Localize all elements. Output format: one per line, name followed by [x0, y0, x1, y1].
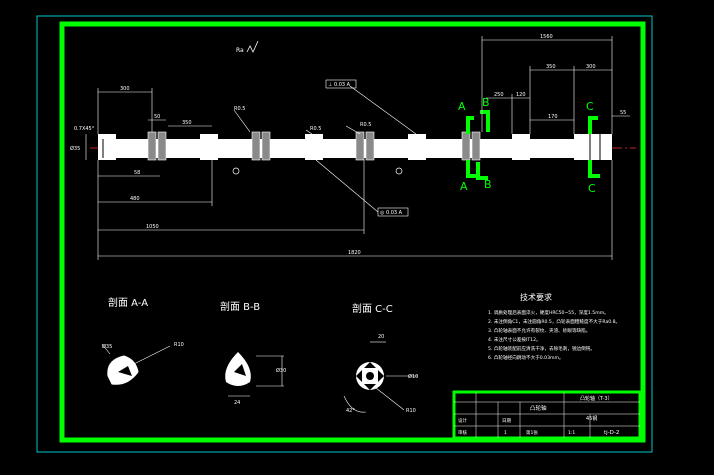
cam-lobe: [471, 131, 481, 161]
tech-requirements: 技术要求 1. 调质处理后表面淬火，硬度HRC50~55，深度1.5mm。 2.…: [488, 292, 620, 361]
section-title: 剖面 A-A: [108, 296, 148, 309]
section-cc-dim-2: 42°: [346, 408, 355, 414]
title-drawing-no: tj-D-2: [604, 430, 619, 436]
journal: [305, 134, 323, 160]
section-cut-a: [466, 116, 476, 178]
dim-350: 350: [182, 120, 192, 126]
section-label-b-bottom: B: [484, 178, 492, 191]
roughness-icon: [246, 40, 259, 53]
cam-lobe: [261, 131, 271, 161]
section-cut-c: [588, 116, 600, 178]
section-bb-key: [234, 364, 246, 376]
cam-lobe: [147, 131, 157, 161]
section-bb: 剖面 B-B Ø30 24: [220, 300, 286, 406]
section-markers: [466, 110, 600, 180]
section-aa: 剖面 A-A Ø35 R10: [101, 296, 184, 385]
tech-item: 1. 调质处理后表面淬火，硬度HRC50~55，深度1.5mm。: [488, 309, 609, 316]
shaft-body: [98, 139, 574, 158]
dim-170: 170: [548, 114, 558, 120]
dim-250: 250: [494, 92, 504, 98]
section-title: 剖面 C-C: [352, 302, 393, 315]
dim-left-chamfer: 0.7X45°: [74, 126, 95, 132]
dim-total-length: 1820: [348, 250, 361, 256]
cam-lobe: [157, 131, 167, 161]
dim-450: 350: [546, 64, 556, 70]
section-aa-dim-2: R10: [174, 342, 184, 348]
dimensions: [85, 36, 630, 260]
cam-lobe: [461, 131, 471, 161]
dim-1560: 1560: [540, 34, 553, 40]
cam-lobe: [355, 131, 365, 161]
section-cc-dim-1: 20: [378, 334, 384, 340]
lobe-note-3: R0.5: [360, 122, 371, 128]
dim-58: 58: [134, 170, 140, 176]
title-block: 凸轮轴（T-3） 凸轮轴 45钢 1:1 第1张 tj-D-2 设计 审核 日期…: [452, 390, 642, 440]
datum-marker: [232, 167, 240, 175]
journal: [512, 134, 530, 160]
title-part-name: 凸轮轴: [530, 404, 547, 412]
dim-1050: 1050: [146, 224, 159, 230]
lobe-note-2: R0.5: [310, 126, 321, 132]
tech-item: 2. 未注倒角C1，未注圆角R0.5，凸轮表面粗糙度不大于Ra0.8。: [488, 318, 620, 325]
tolerance-frame-top: [325, 79, 357, 89]
tech-item: 3. 凸轮轴表面不允许有裂纹、夹渣、砂眼等缺陷。: [488, 327, 590, 334]
roughness-note: Ra: [236, 47, 244, 54]
dim-left-dia: Ø35: [70, 145, 80, 152]
cam-lobe: [251, 131, 261, 161]
dim-120: 120: [516, 92, 526, 98]
lobe-note-1: R0.5: [234, 106, 245, 112]
cam-lobe: [365, 131, 375, 161]
dim-55: 55: [620, 110, 626, 116]
section-cc-dim-4: R10: [406, 408, 416, 414]
section-title: 剖面 B-B: [220, 300, 260, 313]
journal: [200, 134, 218, 160]
journal: [408, 134, 426, 160]
section-label-c-top: C: [586, 100, 594, 113]
camshaft: [98, 131, 612, 175]
dim-480: 480: [130, 196, 140, 202]
section-label-a-top: A: [458, 100, 466, 113]
title-date: 日期: [502, 418, 511, 424]
title-sheet: 第1张: [526, 429, 538, 436]
section-label-a-bottom: A: [460, 180, 468, 193]
section-cut-b: [476, 110, 490, 180]
outer-frame: [36, 15, 653, 453]
shaft-left-end: [98, 134, 116, 160]
title-scale: 1:1: [568, 430, 575, 436]
dim-50: 50: [154, 114, 160, 120]
section-label-b-top: B: [482, 96, 490, 109]
section-cc: 剖面 C-C 20 42° Ø10 R10: [343, 302, 418, 414]
section-bb-dim-1: Ø30: [276, 367, 286, 374]
tech-item: 5. 凸轮轴装配前应清洗干净，去除毛刺，锐边倒钝。: [488, 345, 595, 352]
section-cc-dim-3: Ø10: [408, 373, 418, 380]
tech-item: 4. 未注尺寸公差按IT12。: [488, 336, 541, 343]
title-designer: 设计: [458, 417, 467, 424]
tech-item: 6. 凸轮轴径向跳动不大于0.03mm。: [488, 354, 564, 361]
title-checker: 审核: [458, 429, 467, 436]
dim-right-dia: Ø40: [560, 143, 570, 150]
datum-marker: [395, 167, 403, 175]
shaft-right-end: [574, 134, 612, 160]
section-bb-dim-2: 24: [234, 400, 240, 406]
title-project: 凸轮轴（T-3）: [580, 395, 613, 402]
tolerance-text-top: ⊥ 0.03 A: [328, 82, 351, 88]
title-material: 45钢: [586, 415, 597, 422]
section-aa-key: [118, 366, 132, 376]
tech-title: 技术要求: [520, 292, 552, 302]
tolerance-frame-bottom: [377, 207, 409, 217]
section-label-c-bottom: C: [588, 182, 596, 195]
inner-frame: [59, 21, 646, 443]
dim-300-right: 300: [586, 64, 596, 70]
title-qty: 1: [504, 430, 507, 436]
section-aa-dim-1: Ø35: [102, 343, 112, 350]
dim-300-left: 300: [120, 86, 130, 92]
dimension-texts: 1820 1050 480 58 300 50 350 1560 350 300…: [70, 34, 626, 256]
tolerance-text-bottom: ◎ 0.03 A: [380, 210, 403, 216]
